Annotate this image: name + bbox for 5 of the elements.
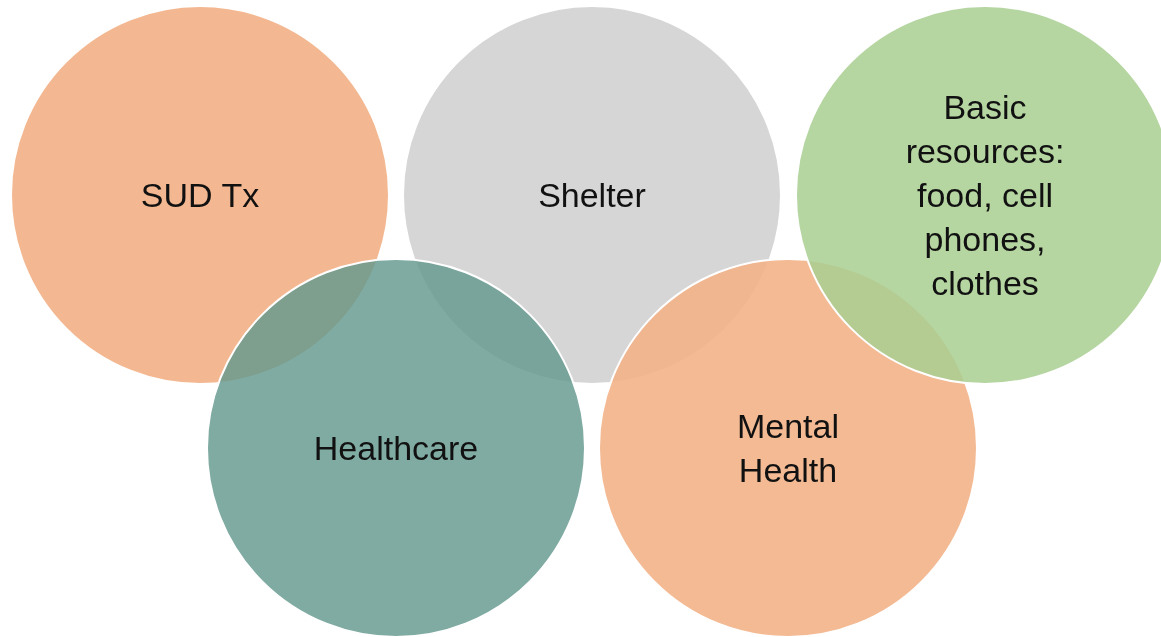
circle-label: Shelter	[538, 174, 646, 216]
circle-label: Healthcare	[313, 427, 479, 469]
circle-label: Basic resources: food, cell phones, clothes	[904, 86, 1066, 305]
circle-label: SUD Tx	[140, 174, 260, 216]
circle-label: Mental Health	[735, 405, 841, 491]
